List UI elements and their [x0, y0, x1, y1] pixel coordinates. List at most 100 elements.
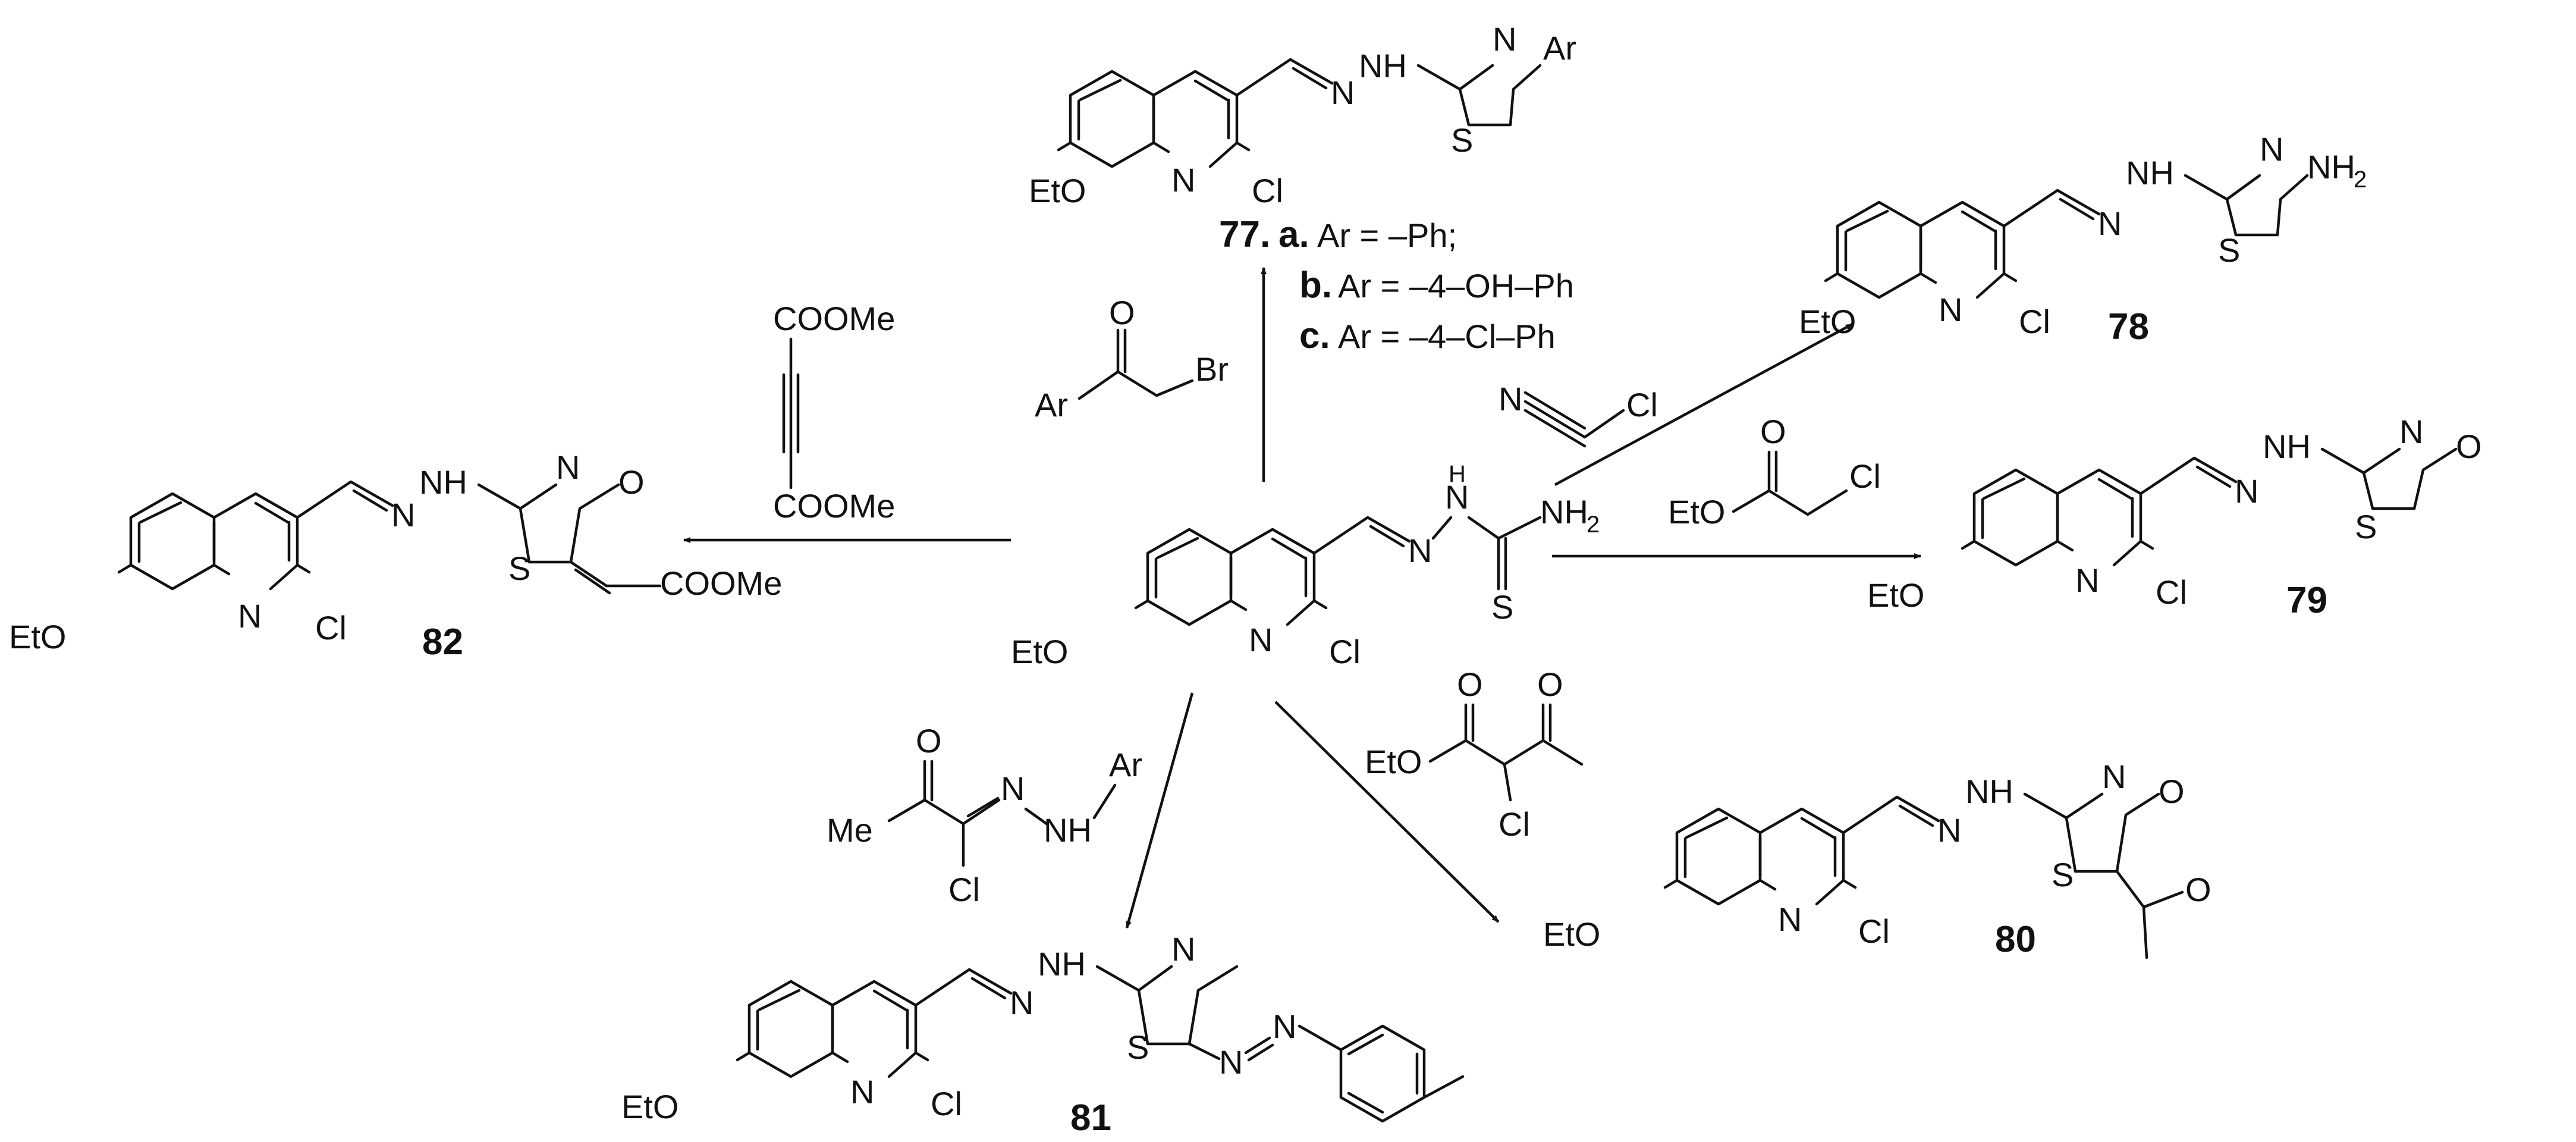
ketone-o-label: O — [916, 722, 942, 760]
dmad-top-ester-label: COOMe — [773, 300, 895, 337]
option-c-text: Ar = –4–Cl–Ph — [1338, 318, 1556, 355]
hydrazone-nh-label: NH — [1044, 811, 1092, 849]
product-81: EtO N Cl N NH N S N N 81 — [621, 930, 1465, 1138]
arrow-to-78 — [1554, 323, 1854, 486]
imine-n-label: N — [391, 496, 415, 534]
dmad-bottom-ester-label: COOMe — [773, 487, 895, 525]
imine-n-label: N — [1408, 532, 1432, 569]
amino-label: NH — [2307, 148, 2355, 186]
chloro-label: Cl — [1252, 172, 1283, 209]
ester-label: COOMe — [660, 564, 782, 602]
carbonyl-o-label: O — [2456, 428, 2482, 465]
product-82: EtO N Cl N NH N S O COOMe 82 — [9, 448, 782, 663]
ring-n-label: N — [1939, 291, 1962, 328]
arrow-to-81 — [1125, 692, 1194, 928]
product-80: EtO N Cl N NH N S O O 80 — [1543, 758, 2211, 960]
option-a-text: Ar = –Ph; — [1317, 217, 1457, 254]
azo-n2-label: N — [1273, 1008, 1296, 1045]
hydrazone-n-label: N — [1001, 770, 1025, 807]
hydrazine-n-label: N — [1445, 478, 1469, 516]
thiazole-s-label: S — [1127, 1028, 1149, 1066]
ethoxy-label: EtO — [621, 1088, 678, 1125]
starting-thiosemicarbazone: EtO N Cl N N H NH 2 S — [1011, 461, 1600, 670]
nh-label: NH — [1965, 773, 2013, 810]
reagent-phenacyl-bromide: O Ar Br — [1035, 294, 1229, 423]
ethoxy-label: EtO — [1543, 915, 1600, 953]
ring-n-label: N — [1171, 161, 1195, 199]
chloro-label: Cl — [1858, 912, 1890, 950]
ring-n-label: N — [1778, 901, 1802, 938]
thiazole-n-label: N — [1171, 930, 1195, 968]
carbonyl-o-label: O — [1109, 294, 1135, 331]
thiazole-n-label: N — [1493, 20, 1516, 58]
bromo-label: Br — [1195, 350, 1229, 388]
imine-n-label: N — [2235, 472, 2258, 510]
hydrazine-h-label: H — [1449, 461, 1466, 487]
nh-label: NH — [2263, 428, 2311, 465]
reagent-ethyl-chloroacetate: EtO O Cl — [1668, 413, 1881, 531]
nitrile-n-label: N — [1499, 380, 1522, 418]
ethoxy-label: EtO — [1799, 303, 1856, 340]
reagent-ethyl-chloroacetoacetate: EtO O O Cl — [1365, 666, 1584, 843]
ring-n-label: N — [850, 1073, 874, 1110]
imine-n-label: N — [1937, 811, 1961, 849]
thiazole-s-label: S — [2218, 231, 2240, 269]
ester-eto-label: EtO — [1365, 743, 1422, 780]
chloro-label: Cl — [931, 1085, 962, 1122]
option-a-letter: a. — [1278, 214, 1309, 255]
nh-label: NH — [1038, 945, 1086, 983]
chloro-label: Cl — [2019, 303, 2050, 340]
product-79: EtO N Cl N NH N S O 79 — [1867, 413, 2482, 621]
chloro-label: Cl — [1329, 633, 1361, 670]
arrow-to-80 — [1274, 701, 1500, 923]
thiazolone-n-label: N — [2102, 758, 2126, 795]
thiazolone-n-label: N — [556, 448, 580, 486]
chloro-label: Cl — [315, 609, 347, 647]
ring-n-label: N — [1249, 621, 1273, 658]
imine-n-label: N — [1331, 74, 1355, 111]
nh-label: NH — [419, 463, 467, 501]
option-b-text: Ar = –4–OH–Ph — [1338, 267, 1574, 305]
chloro-label: Cl — [2156, 573, 2187, 611]
ethoxy-label: EtO — [1029, 172, 1086, 209]
aryl-label: Ar — [1109, 746, 1142, 783]
ethoxy-label: EtO — [9, 618, 66, 655]
azo-n1-label: N — [1219, 1043, 1243, 1081]
compound-number: 79 — [2286, 580, 2327, 621]
ring-n-label: N — [238, 597, 262, 635]
imine-n-label: N — [1010, 984, 1033, 1021]
ester-eto-label: EtO — [1668, 493, 1725, 531]
chloro-label: Cl — [948, 871, 980, 908]
thiazolone-s-label: S — [2052, 856, 2074, 893]
ethoxy-label: EtO — [1011, 633, 1068, 670]
thiazole-n-label: N — [2260, 130, 2283, 168]
product-78: EtO N Cl N NH N S NH 2 78 — [1799, 130, 2367, 347]
compound-number: 80 — [1995, 919, 2036, 960]
chloro-label: Cl — [1626, 386, 1658, 423]
ring-n-label: N — [2075, 561, 2099, 599]
ethoxy-label: EtO — [1867, 576, 1924, 614]
compound-number: 77. — [1219, 214, 1270, 255]
nh2-label: NH — [1540, 493, 1588, 531]
thiazolone-s-label: S — [2355, 508, 2377, 545]
aryl-label: Ar — [1543, 29, 1576, 67]
nh-label: NH — [1359, 47, 1407, 84]
ester-o-label: O — [1457, 666, 1483, 703]
thiazolone-n-label: N — [2399, 413, 2423, 450]
chloro-label: Cl — [1499, 805, 1530, 843]
compound-number: 81 — [1070, 1097, 1111, 1138]
acetyl-o-label: O — [2185, 871, 2211, 908]
option-c-letter: c. — [1299, 315, 1330, 356]
imine-n-label: N — [2098, 205, 2122, 242]
compound-number: 82 — [422, 622, 463, 663]
chloro-label: Cl — [1849, 457, 1881, 495]
product-77: EtO N Cl N NH N S Ar 77. a. Ar = –Ph; b.… — [1029, 20, 1576, 356]
ketone-o-label: O — [1537, 666, 1563, 703]
methyl-label: Me — [827, 811, 873, 849]
reagent-chloroacetonitrile: N Cl — [1499, 380, 1658, 448]
aryl-label: Ar — [1035, 386, 1068, 423]
carbonyl-o-label: O — [618, 463, 645, 501]
option-b-letter: b. — [1299, 265, 1332, 306]
ester-o-label: O — [1760, 413, 1786, 450]
